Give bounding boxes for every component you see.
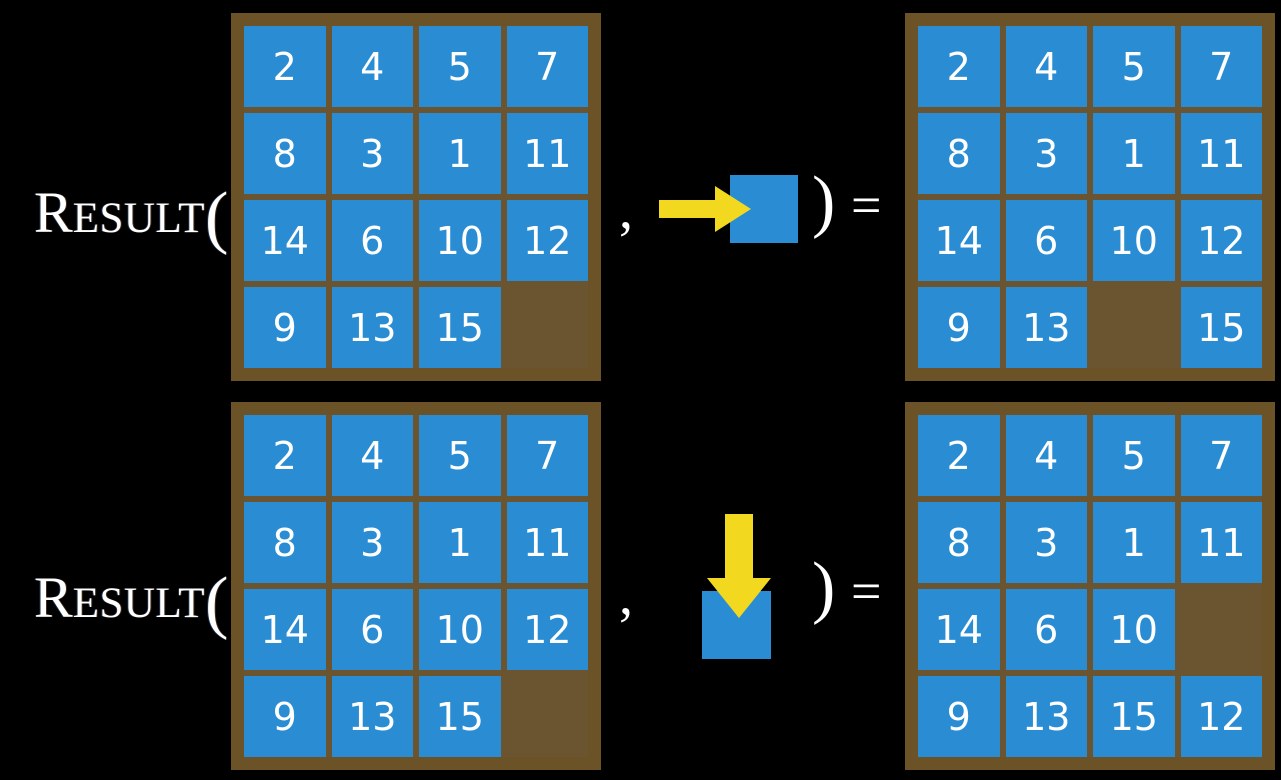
close-paren-row1: )	[812, 163, 836, 240]
tile[interactable]: 2	[918, 415, 1000, 496]
tile[interactable]: 11	[1180, 113, 1262, 194]
close-paren-row2: )	[812, 549, 836, 626]
tile[interactable]: 2	[244, 26, 326, 107]
tile[interactable]: 3	[1005, 502, 1087, 583]
blank-tile[interactable]	[1093, 287, 1175, 368]
input-board-row2: 2 4 5 7 8 3 1 11 14 6 10 12 9 13 15	[231, 402, 601, 770]
tile[interactable]: 1	[419, 502, 501, 583]
tile[interactable]: 1	[419, 113, 501, 194]
tile[interactable]: 12	[1180, 200, 1262, 281]
output-board-row1: 2 4 5 7 8 3 1 11 14 6 10 12 9 13 15	[905, 13, 1275, 381]
tile[interactable]: 14	[918, 589, 1000, 670]
tile[interactable]: 11	[506, 502, 588, 583]
tile[interactable]: 12	[506, 200, 588, 281]
input-board-row1: 2 4 5 7 8 3 1 11 14 6 10 12 9 13 15	[231, 13, 601, 381]
result-label-initial: R	[34, 180, 73, 245]
tile[interactable]: 5	[419, 415, 501, 496]
result-label-rest: ESULT	[72, 195, 206, 242]
result-label-initial: R	[34, 565, 73, 630]
action-row1	[655, 172, 805, 250]
tile[interactable]: 6	[331, 200, 413, 281]
tile[interactable]: 11	[1180, 502, 1262, 583]
result-label-open-paren: (	[205, 564, 229, 641]
tile[interactable]: 4	[331, 26, 413, 107]
tile[interactable]: 9	[918, 287, 1000, 368]
tile[interactable]: 5	[1093, 415, 1175, 496]
arrow-down-icon	[707, 514, 771, 618]
tile[interactable]: 15	[419, 676, 501, 757]
tile[interactable]: 2	[244, 415, 326, 496]
action-row2	[690, 505, 800, 670]
tile[interactable]: 14	[244, 589, 326, 670]
tile[interactable]: 8	[244, 502, 326, 583]
tile[interactable]: 11	[506, 113, 588, 194]
tile[interactable]: 5	[419, 26, 501, 107]
tile[interactable]: 10	[1093, 589, 1175, 670]
tile[interactable]: 1	[1093, 502, 1175, 583]
tile[interactable]: 13	[1005, 676, 1087, 757]
equals-row1: =	[851, 175, 882, 235]
tile[interactable]: 1	[1093, 113, 1175, 194]
tile[interactable]: 9	[244, 676, 326, 757]
tile[interactable]: 7	[1180, 415, 1262, 496]
tile[interactable]: 13	[331, 676, 413, 757]
tile[interactable]: 9	[244, 287, 326, 368]
output-board-row1-grid: 2 4 5 7 8 3 1 11 14 6 10 12 9 13 15	[918, 26, 1262, 368]
tile[interactable]: 9	[918, 676, 1000, 757]
input-board-row1-grid: 2 4 5 7 8 3 1 11 14 6 10 12 9 13 15	[244, 26, 588, 368]
tile[interactable]: 13	[1005, 287, 1087, 368]
tile[interactable]: 14	[244, 200, 326, 281]
tile[interactable]: 7	[506, 26, 588, 107]
input-board-row2-grid: 2 4 5 7 8 3 1 11 14 6 10 12 9 13 15	[244, 415, 588, 757]
tile[interactable]: 7	[1180, 26, 1262, 107]
tile[interactable]: 15	[419, 287, 501, 368]
tile[interactable]: 4	[1005, 415, 1087, 496]
tile[interactable]: 8	[244, 113, 326, 194]
comma-row2: ,	[619, 565, 633, 627]
tile[interactable]: 15	[1093, 676, 1175, 757]
tile[interactable]: 6	[331, 589, 413, 670]
tile[interactable]: 8	[918, 502, 1000, 583]
tile[interactable]: 8	[918, 113, 1000, 194]
tile[interactable]: 4	[331, 415, 413, 496]
comma-row1: ,	[619, 179, 633, 241]
result-label-row1: RESULT(	[34, 175, 228, 253]
equals-row2: =	[851, 561, 882, 621]
blank-tile[interactable]	[1180, 589, 1262, 670]
result-label-row2: RESULT(	[34, 560, 228, 638]
tile[interactable]: 15	[1180, 287, 1262, 368]
tile[interactable]: 5	[1093, 26, 1175, 107]
blank-tile[interactable]	[506, 676, 588, 757]
tile[interactable]: 6	[1005, 589, 1087, 670]
tile[interactable]: 6	[1005, 200, 1087, 281]
output-board-row2: 2 4 5 7 8 3 1 11 14 6 10 9 13 15 12	[905, 402, 1275, 770]
output-board-row2-grid: 2 4 5 7 8 3 1 11 14 6 10 9 13 15 12	[918, 415, 1262, 757]
tile[interactable]: 10	[419, 200, 501, 281]
tile[interactable]: 12	[1180, 676, 1262, 757]
tile[interactable]: 10	[419, 589, 501, 670]
tile[interactable]: 3	[1005, 113, 1087, 194]
result-label-rest: ESULT	[72, 580, 206, 627]
tile[interactable]: 2	[918, 26, 1000, 107]
blank-tile[interactable]	[506, 287, 588, 368]
tile[interactable]: 10	[1093, 200, 1175, 281]
tile[interactable]: 3	[331, 502, 413, 583]
result-label-open-paren: (	[205, 179, 229, 256]
tile[interactable]: 14	[918, 200, 1000, 281]
arrow-right-icon	[659, 186, 751, 232]
tile[interactable]: 7	[506, 415, 588, 496]
tile[interactable]: 3	[331, 113, 413, 194]
tile[interactable]: 12	[506, 589, 588, 670]
tile[interactable]: 4	[1005, 26, 1087, 107]
tile[interactable]: 13	[331, 287, 413, 368]
